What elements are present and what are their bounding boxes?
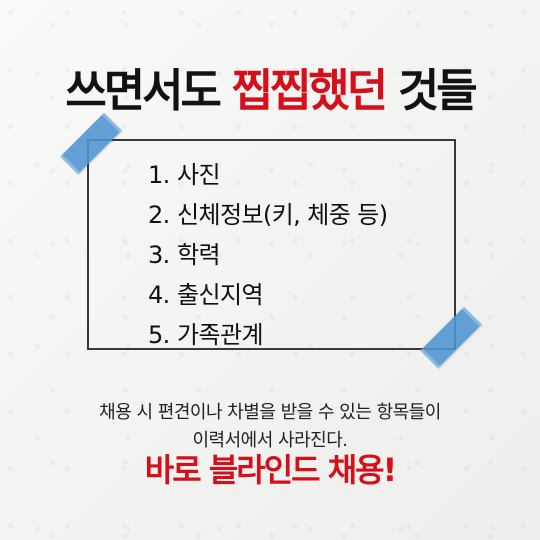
list-item: 3. 학력 [148, 235, 387, 275]
list-item-number: 3. [148, 241, 170, 269]
headline-part-1: 쓰면서도 [65, 64, 232, 118]
items-note-box [87, 139, 456, 350]
explanation-text: 채용 시 편견이나 차별을 받을 수 있는 항목들이 이력서에서 사라진다. [0, 399, 540, 455]
list-item-number: 2. [148, 201, 170, 229]
list-item-number: 4. [148, 281, 170, 309]
list-item-label: 사진 [177, 161, 221, 189]
blind-hiring-call-to-action: 바로 블라인드 채용! [144, 451, 397, 489]
headline-accent: 찝찝했던 [231, 64, 389, 118]
removed-resume-items: 1. 사진 2. 신체정보(키, 체중 등) 3. 학력 4. 출신지역 5. … [148, 155, 388, 355]
headline-part-3: 것들 [385, 64, 478, 118]
list-item: 1. 사진 [148, 155, 387, 195]
list-item: 4. 출신지역 [148, 275, 387, 315]
list-item-label: 가족관계 [177, 321, 264, 349]
list-item: 2. 신체정보(키, 체중 등) [148, 195, 388, 235]
list-item-number: 1. [148, 161, 170, 189]
list-item-number: 5. [148, 321, 170, 349]
list-item-label: 신체정보(키, 체중 등) [177, 201, 388, 229]
explanation-line-2: 이력서에서 사라진다. [192, 430, 348, 451]
list-item-label: 학력 [177, 241, 221, 269]
explanation-line-1: 채용 시 편견이나 차별을 받을 수 있는 항목들이 [99, 402, 441, 423]
headline: 쓰면서도 찝찝했던 것들 [0, 68, 540, 113]
list-item-label: 출신지역 [177, 281, 264, 309]
list-item: 5. 가족관계 [148, 315, 387, 355]
